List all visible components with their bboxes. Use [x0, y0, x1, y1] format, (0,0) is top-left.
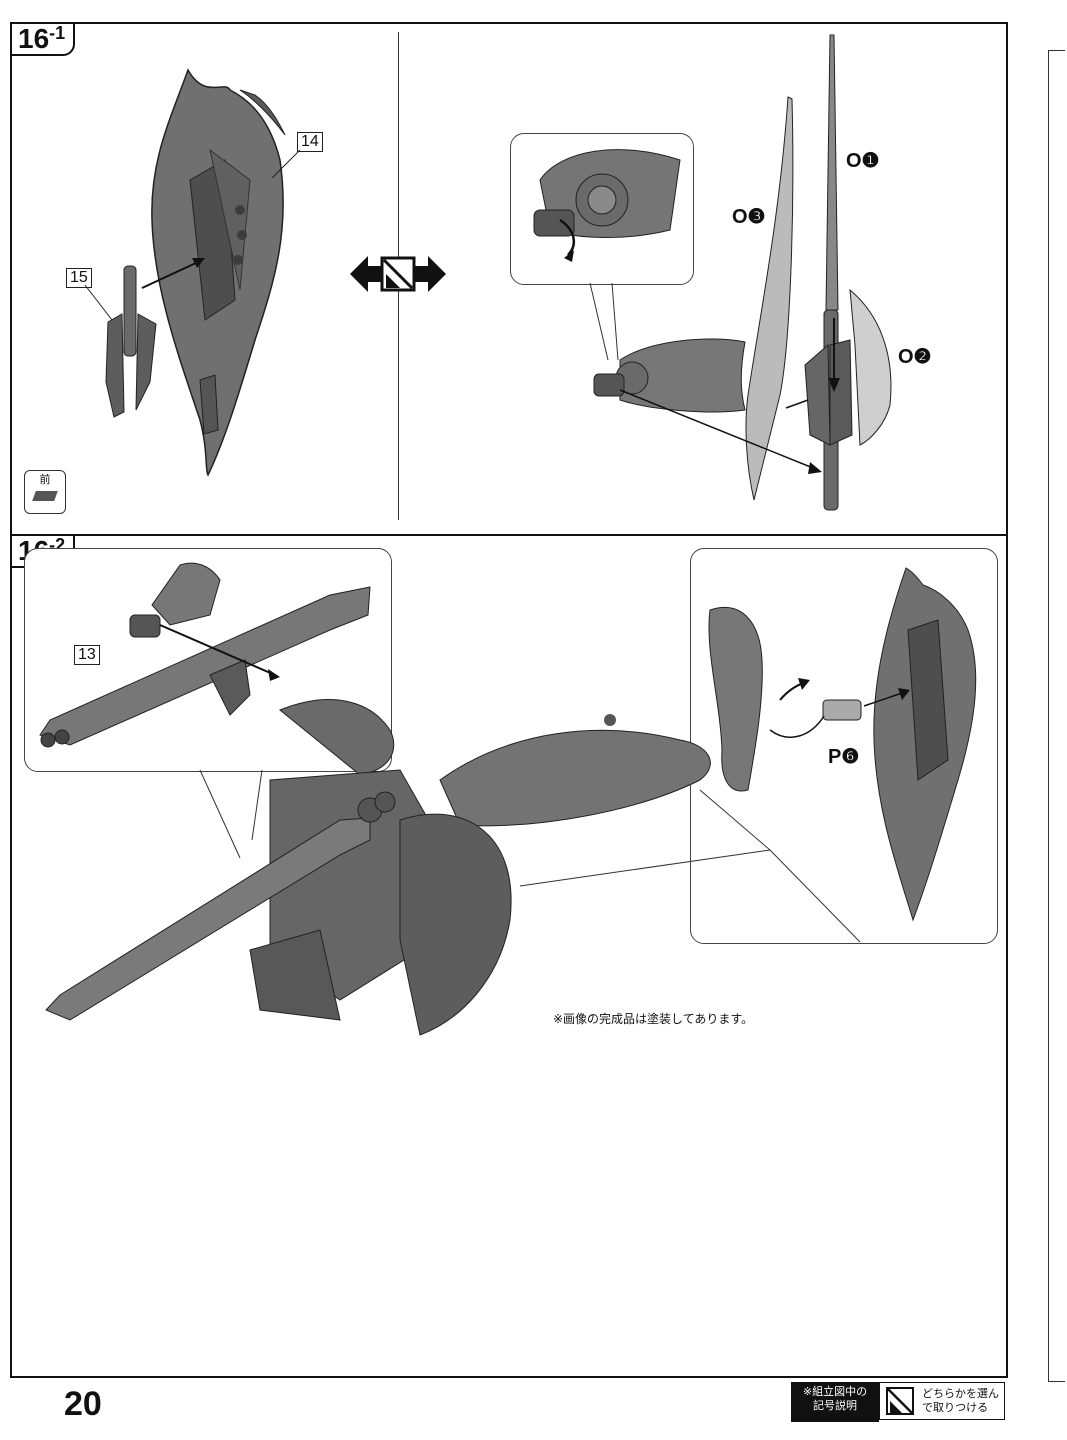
section-divider: [10, 534, 1008, 536]
front-label: 前: [39, 473, 51, 486]
step-sub-number: 2: [55, 535, 66, 555]
top-rule: [10, 22, 1008, 24]
legend-entry-box: どちらかを選ん で取りつける: [879, 1382, 1005, 1420]
part-number-15: 15: [66, 268, 92, 288]
shield-small-illustration: [873, 567, 977, 922]
front-direction-icon: 前: [24, 470, 66, 514]
step-sub-number: 1: [55, 23, 66, 43]
legend-desc-line2: で取りつける: [922, 1401, 989, 1414]
part-label-o1: O❶: [846, 150, 880, 172]
page-number: 20: [64, 1385, 102, 1423]
choose-either-legend-icon: [886, 1387, 914, 1415]
legend-title-box: ※組立図中の 記号説明: [791, 1382, 879, 1422]
forearm-illustration: [593, 338, 746, 413]
bottom-rule: [10, 1376, 1008, 1378]
part-label-o3: O❸: [732, 206, 766, 228]
step-tag-16-1: 16-1: [12, 23, 76, 56]
guard-illustration: [804, 288, 892, 446]
right-rule: [1006, 22, 1008, 1377]
rifle-illustration: [39, 562, 371, 748]
part-number-13: 13: [74, 645, 100, 665]
legend-title-line2: 記号説明: [813, 1399, 857, 1412]
peg-part-illustration: [105, 265, 157, 418]
legend-title-line1: ※組立図中の: [802, 1385, 868, 1398]
completed-figure-illustration: [45, 699, 711, 1036]
painted-note: ※画像の完成品は塗装してあります。: [553, 1012, 754, 1026]
legend-desc: どちらかを選ん で取りつける: [922, 1387, 999, 1415]
step-number: 16: [18, 23, 50, 54]
part-number-14: 14: [297, 132, 323, 152]
choose-either-icon: [350, 256, 446, 292]
hand-detail-illustration: [533, 149, 681, 262]
left-rule: [10, 22, 12, 1377]
part-label-p6: P❻: [828, 746, 860, 768]
next-page-edge: [1048, 50, 1065, 1382]
shield-illustration: [151, 68, 286, 477]
forearm-small-illustration: [708, 607, 763, 792]
legend-desc-line1: どちらかを選ん: [922, 1387, 999, 1400]
part-label-o2: O❷: [898, 346, 932, 368]
blade-curved-illustration: [745, 96, 794, 501]
